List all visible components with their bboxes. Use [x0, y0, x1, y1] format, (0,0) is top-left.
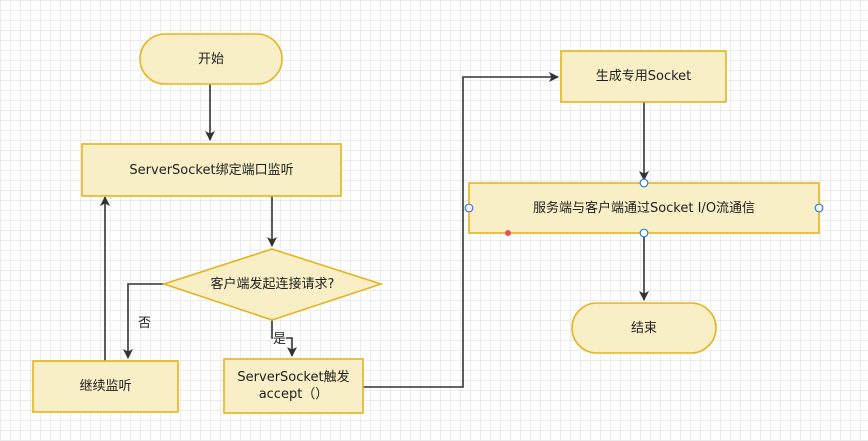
accept-label-line-1: ServerSocket触发: [237, 370, 350, 385]
edge-label-no: 否: [138, 316, 152, 331]
decision-node[interactable]: [161, 248, 384, 321]
continue-label: 继续监听: [79, 379, 132, 394]
selection-handle-bottom[interactable]: [639, 228, 649, 238]
bind-label: ServerSocket绑定端口监听: [129, 162, 294, 178]
selection-handle-top[interactable]: [639, 178, 649, 188]
create-socket-label: 生成专用Socket: [595, 69, 692, 84]
decision-label: 客户端发起连接请求?: [210, 276, 335, 292]
accept-node[interactable]: [223, 358, 364, 414]
continue-node[interactable]: [32, 360, 179, 413]
accept-label: ServerSocket触发 accept（）: [224, 359, 363, 413]
selection-handle-right[interactable]: [814, 203, 824, 213]
communicate-label: 服务端与客户端通过Socket I/O流通信: [532, 200, 756, 216]
edge-label-yes: 是: [273, 332, 287, 347]
create-socket-node[interactable]: [560, 50, 727, 103]
bind-node[interactable]: [81, 143, 342, 197]
start-node[interactable]: [139, 33, 283, 85]
edge-accept-to-create: [363, 72, 559, 388]
end-label: 结束: [630, 320, 657, 336]
accept-label-line-2: accept（）: [258, 387, 329, 402]
connection-point-marker: [505, 230, 511, 236]
edge-decision-no: [123, 283, 164, 359]
end-node[interactable]: [571, 302, 717, 354]
start-label: 开始: [197, 51, 224, 67]
selection-handle-left[interactable]: [464, 203, 474, 213]
